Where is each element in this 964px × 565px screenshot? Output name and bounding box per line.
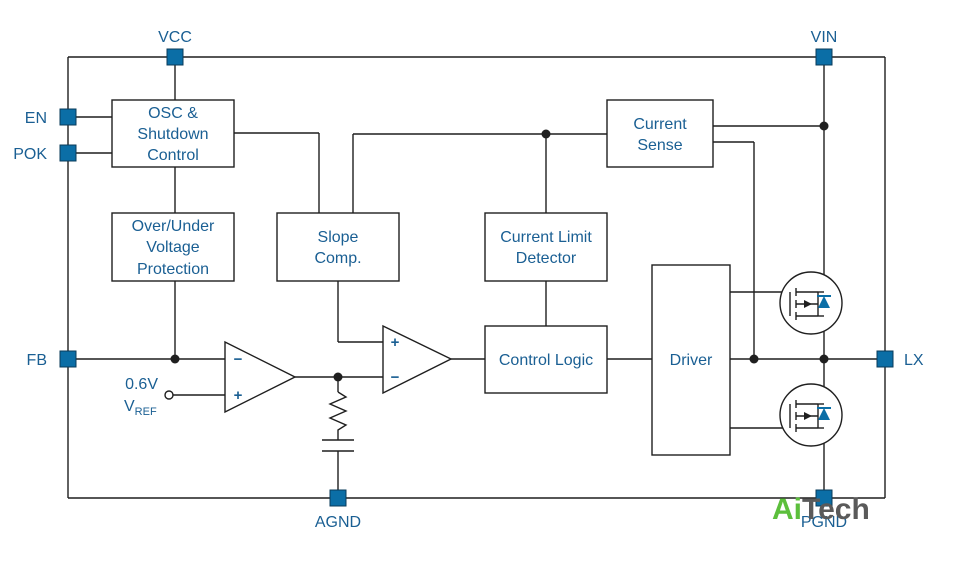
error-amp-minus-sign: − [234, 351, 243, 368]
frame-wires [67, 56, 886, 499]
ovp-label-line2: Voltage [146, 239, 199, 256]
vref-terminal [164, 390, 174, 400]
comparator-plus-sign: + [391, 334, 400, 351]
vref-label-main: VREF [124, 398, 157, 418]
pin-fb [59, 350, 77, 368]
slope-label-line1: Slope [318, 229, 359, 246]
low-side-mosfet-icon [779, 383, 843, 447]
current-sense-block: Current Sense [606, 99, 714, 168]
pin-vin [815, 48, 833, 66]
osc-label-line3: Control [147, 147, 199, 164]
current-sense-label-line1: Current [633, 116, 687, 133]
osc-shutdown-block: OSC & Shutdown Control [111, 99, 235, 168]
current-limit-label-line2: Detector [516, 250, 577, 267]
current-limit-block: Current Limit Detector [484, 212, 608, 282]
pin-pgnd [815, 489, 833, 507]
current-limit-label-line1: Current Limit [500, 229, 592, 246]
pin-pok [59, 144, 77, 162]
osc-label-line1: OSC & [148, 105, 198, 122]
agnd-label: AGND [315, 514, 361, 531]
junctions [170, 121, 829, 382]
osc-label-line2: Shutdown [137, 126, 208, 143]
driver-label: Driver [670, 352, 713, 369]
control-logic-label: Control Logic [499, 352, 593, 369]
comparator-minus-sign: − [391, 369, 400, 386]
vref-voltage: 0.6V [125, 376, 158, 393]
over-under-voltage-block: Over/Under Voltage Protection [111, 212, 235, 282]
ovp-label-line1: Over/Under [132, 218, 215, 235]
pins [59, 48, 894, 507]
vcc-label: VCC [158, 29, 192, 46]
error-amplifier: − + [224, 340, 297, 414]
pin-agnd [329, 489, 347, 507]
driver-block: Driver [651, 264, 731, 456]
pin-lx [876, 350, 894, 368]
en-label: EN [25, 110, 47, 127]
pin-labels: VCC VIN EN POK FB LX AGND PGND [13, 29, 924, 531]
slope-comp-block: Slope Comp. [276, 212, 400, 282]
error-amp-plus-sign: + [234, 387, 243, 404]
watermark-text: AiTech [772, 493, 870, 526]
control-logic-block: Control Logic [484, 325, 608, 394]
ovp-label-line3: Protection [137, 261, 209, 278]
slope-label-line2: Comp. [314, 250, 361, 267]
aitech-watermark-logo: AiTech [772, 493, 870, 526]
current-sense-label-line2: Sense [637, 137, 682, 154]
pwm-comparator: + − [382, 324, 453, 395]
pok-label: POK [13, 146, 47, 163]
pgnd-label: PGND [801, 514, 847, 531]
vin-label: VIN [811, 29, 838, 46]
lx-label: LX [904, 352, 924, 369]
fb-label: FB [27, 352, 47, 369]
pin-vcc [166, 48, 184, 66]
vref-label: 0.6V VREF [124, 376, 158, 418]
pin-en [59, 108, 77, 126]
high-side-mosfet-icon [779, 271, 843, 335]
